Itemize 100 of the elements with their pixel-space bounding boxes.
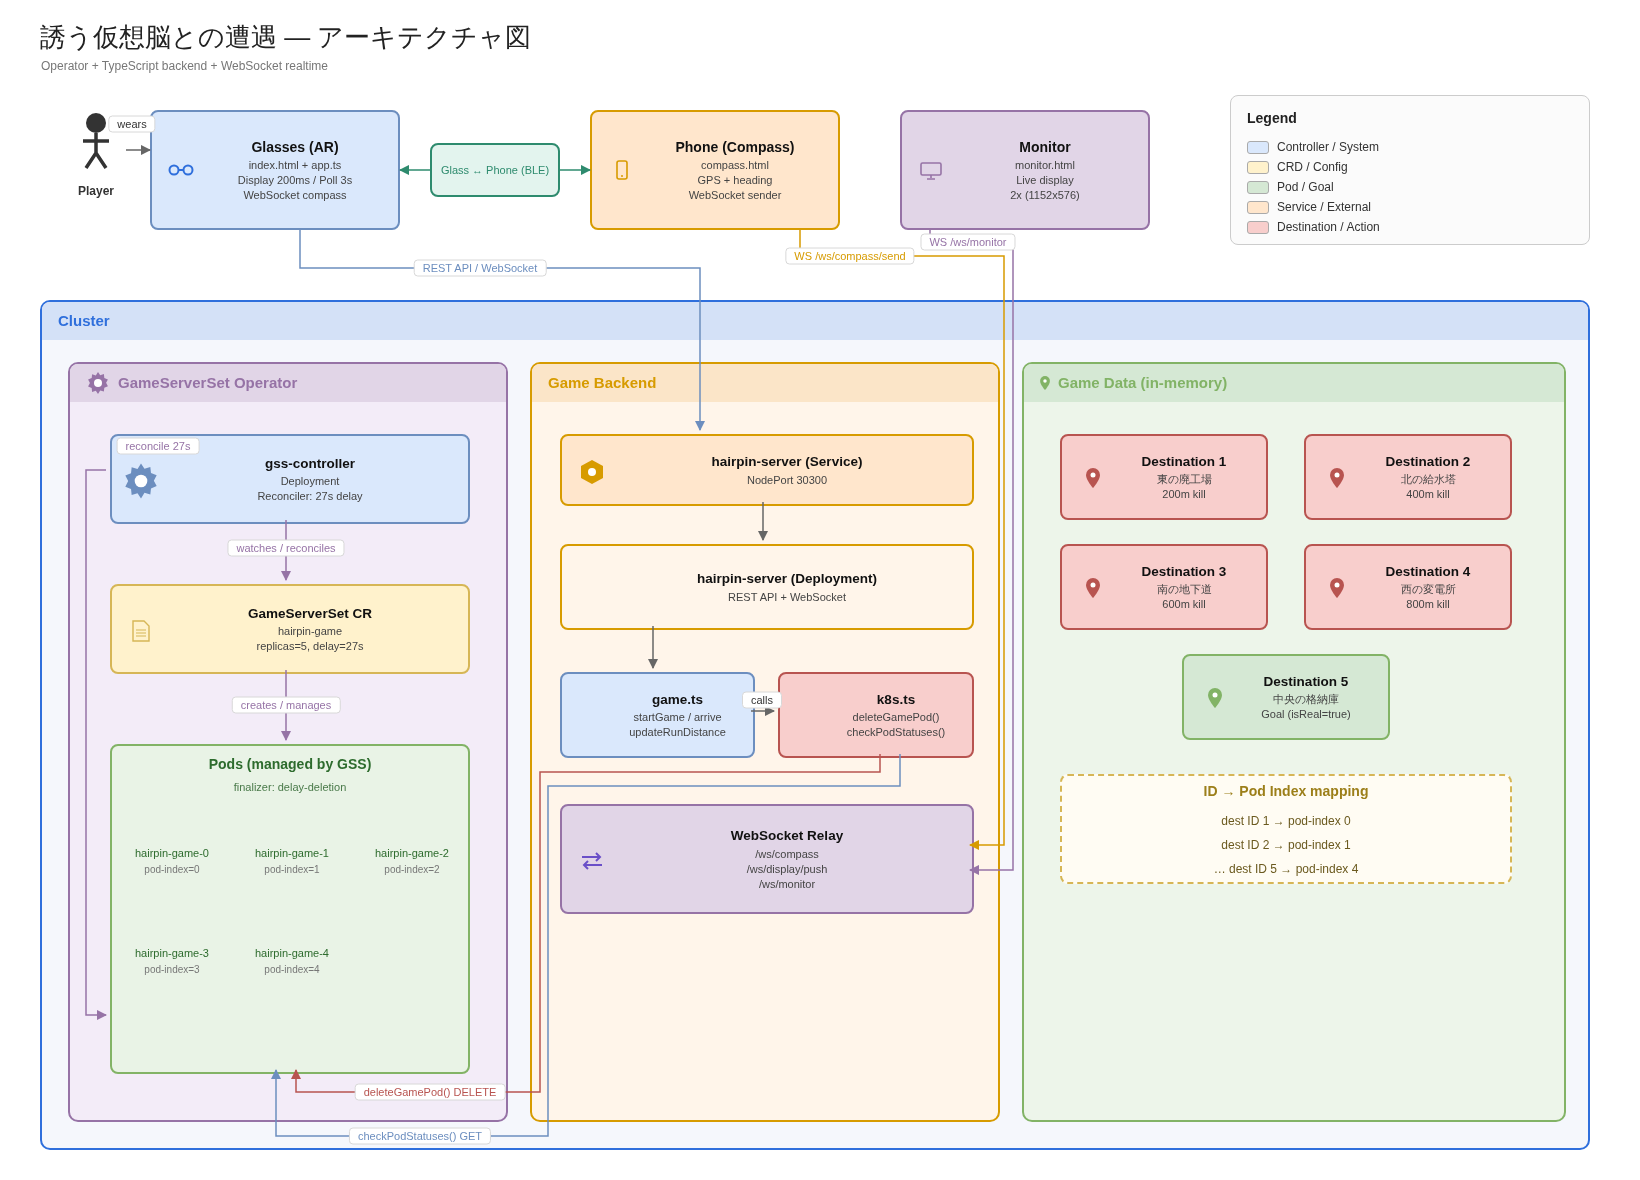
node-title: hairpin-game-0: [135, 846, 209, 862]
process-box: [778, 672, 974, 758]
legend-text: Controller / System: [1277, 139, 1380, 156]
node-text: replicas=5, delay=27s: [256, 639, 364, 655]
node-text: checkPodStatuses(): [846, 725, 946, 741]
node-text: pod-index=2: [384, 862, 440, 877]
node-title: ID → Pod Index mapping: [1203, 781, 1369, 801]
node-title: hairpin-game-4: [255, 946, 329, 962]
process-box: [110, 434, 470, 524]
node-text: pod-index=4: [264, 962, 320, 977]
mapping-note: [1060, 774, 1512, 884]
node-text: Display 200ms / Poll 3s: [237, 173, 353, 188]
node-title: hairpin-server (Deployment): [696, 570, 877, 589]
node-text: Reconciler: 27s delay: [257, 489, 363, 505]
process-box: [430, 143, 560, 197]
node-text: monitor.html: [1015, 158, 1075, 173]
node-text: NodePort 30300: [746, 472, 828, 488]
node-title: Destination 2: [1385, 452, 1471, 471]
node-title: Phone (Compass): [675, 138, 795, 157]
node-title: Destination 3: [1141, 562, 1227, 581]
node-text: index.html + app.ts: [248, 158, 342, 173]
arrow: [85, 469, 108, 1021]
node-title: game.ts: [652, 690, 703, 709]
node-title: Destination 1: [1141, 452, 1227, 471]
edge-label: creates / manages: [231, 696, 341, 714]
node-title: Glasses (AR): [251, 138, 339, 157]
node-text: 800m kill: [1406, 597, 1450, 613]
arrow: [398, 164, 431, 176]
process-box: [1182, 654, 1390, 740]
node-text: Goal (isReal=true): [1261, 707, 1351, 723]
panel-title: Cluster: [58, 310, 110, 331]
node-text: pod-index=1: [264, 862, 320, 877]
node-text: 西の変電所: [1400, 582, 1456, 598]
process-box: [590, 110, 840, 230]
edge-label: deleteGamePod() DELETE: [354, 1083, 506, 1101]
panel-title: Game Data (in-memory): [1058, 372, 1228, 393]
node-title: gss-controller: [265, 454, 355, 473]
legend-text: Pod / Goal: [1277, 179, 1334, 196]
node-title: Glass ↔ Phone (BLE): [440, 162, 550, 178]
node-text: 200m kill: [1162, 487, 1206, 503]
node-text: pod-index=3: [144, 962, 200, 977]
edge-label: watches / reconciles: [227, 539, 345, 557]
node-text: 中央の格納庫: [1273, 692, 1339, 708]
node-title: Destination 4: [1385, 562, 1471, 581]
node-text: dest ID 1 → pod-index 0: [1221, 812, 1351, 830]
arrow: [125, 144, 152, 156]
node-text: GPS + heading: [697, 173, 773, 188]
arrow: [757, 501, 769, 542]
node-text: Deployment: [280, 474, 340, 490]
diagram-title: 誘う仮想脳との遭遇 — アーキテクチャ図: [40, 21, 532, 54]
node-text: 2x (1152x576): [1010, 188, 1080, 203]
node-text: WebSocket sender: [688, 188, 782, 203]
legend-text: Service / External: [1277, 199, 1372, 216]
node-title: hairpin-server (Service): [711, 453, 863, 472]
legend-title: Legend: [1247, 109, 1298, 128]
edge-label: reconcile 27s: [116, 437, 200, 455]
node-text: deleteGamePod(): [852, 710, 940, 726]
node-text: /ws/compass: [755, 846, 819, 862]
arrow: [647, 625, 659, 670]
process-box: [560, 804, 974, 914]
node-text: 東の廃工場: [1156, 472, 1212, 488]
node-text: 600m kill: [1162, 597, 1206, 613]
group-panel: [68, 362, 508, 1122]
edge-label: calls: [742, 691, 782, 709]
process-box: [1304, 434, 1512, 520]
process-box: [150, 110, 400, 230]
process-box: [900, 110, 1150, 230]
process-box: [560, 434, 974, 506]
node-text: startGame / arrive: [633, 710, 722, 726]
node-title: Destination 5: [1263, 672, 1349, 691]
process-box: [560, 544, 974, 630]
node-text: 400m kill: [1406, 487, 1450, 503]
node-title: Monitor: [1019, 138, 1071, 157]
node-text: Live display: [1016, 173, 1074, 188]
edge-label: REST API / WebSocket: [413, 259, 547, 277]
edge-label: WS /ws/monitor: [920, 233, 1016, 251]
edge-label: wears: [108, 115, 156, 133]
edge-label: checkPodStatuses() GET: [348, 1127, 492, 1145]
node-text: … dest ID 5 → pod-index 4: [1213, 860, 1359, 878]
legend-text: Destination / Action: [1277, 219, 1380, 236]
node-title: GameServerSet CR: [248, 604, 372, 623]
node-text: /ws/monitor: [758, 876, 816, 892]
edge-label: WS /ws/compass/send: [785, 247, 915, 265]
node-title: hairpin-game-3: [135, 946, 209, 962]
group-panel: [530, 362, 1000, 1122]
node-text: compass.html: [701, 158, 769, 173]
node-text: 北の給水塔: [1400, 472, 1456, 488]
node-text: finalizer: delay-deletion: [233, 780, 347, 795]
legend-text: CRD / Config: [1277, 159, 1348, 176]
node-text: updateRunDistance: [629, 725, 726, 741]
node-text: dest ID 2 → pod-index 1: [1221, 836, 1351, 854]
node-text: REST API + WebSocket: [728, 589, 846, 605]
node-title: k8s.ts: [876, 690, 916, 709]
panel-title: Game Backend: [548, 372, 657, 393]
arrow: [559, 164, 592, 176]
node-text: pod-index=0: [144, 862, 200, 877]
process-box: [1304, 544, 1512, 630]
process-box: [1060, 544, 1268, 630]
node-title: Pods (managed by GSS): [208, 755, 372, 774]
node-title: hairpin-game-1: [255, 846, 329, 862]
